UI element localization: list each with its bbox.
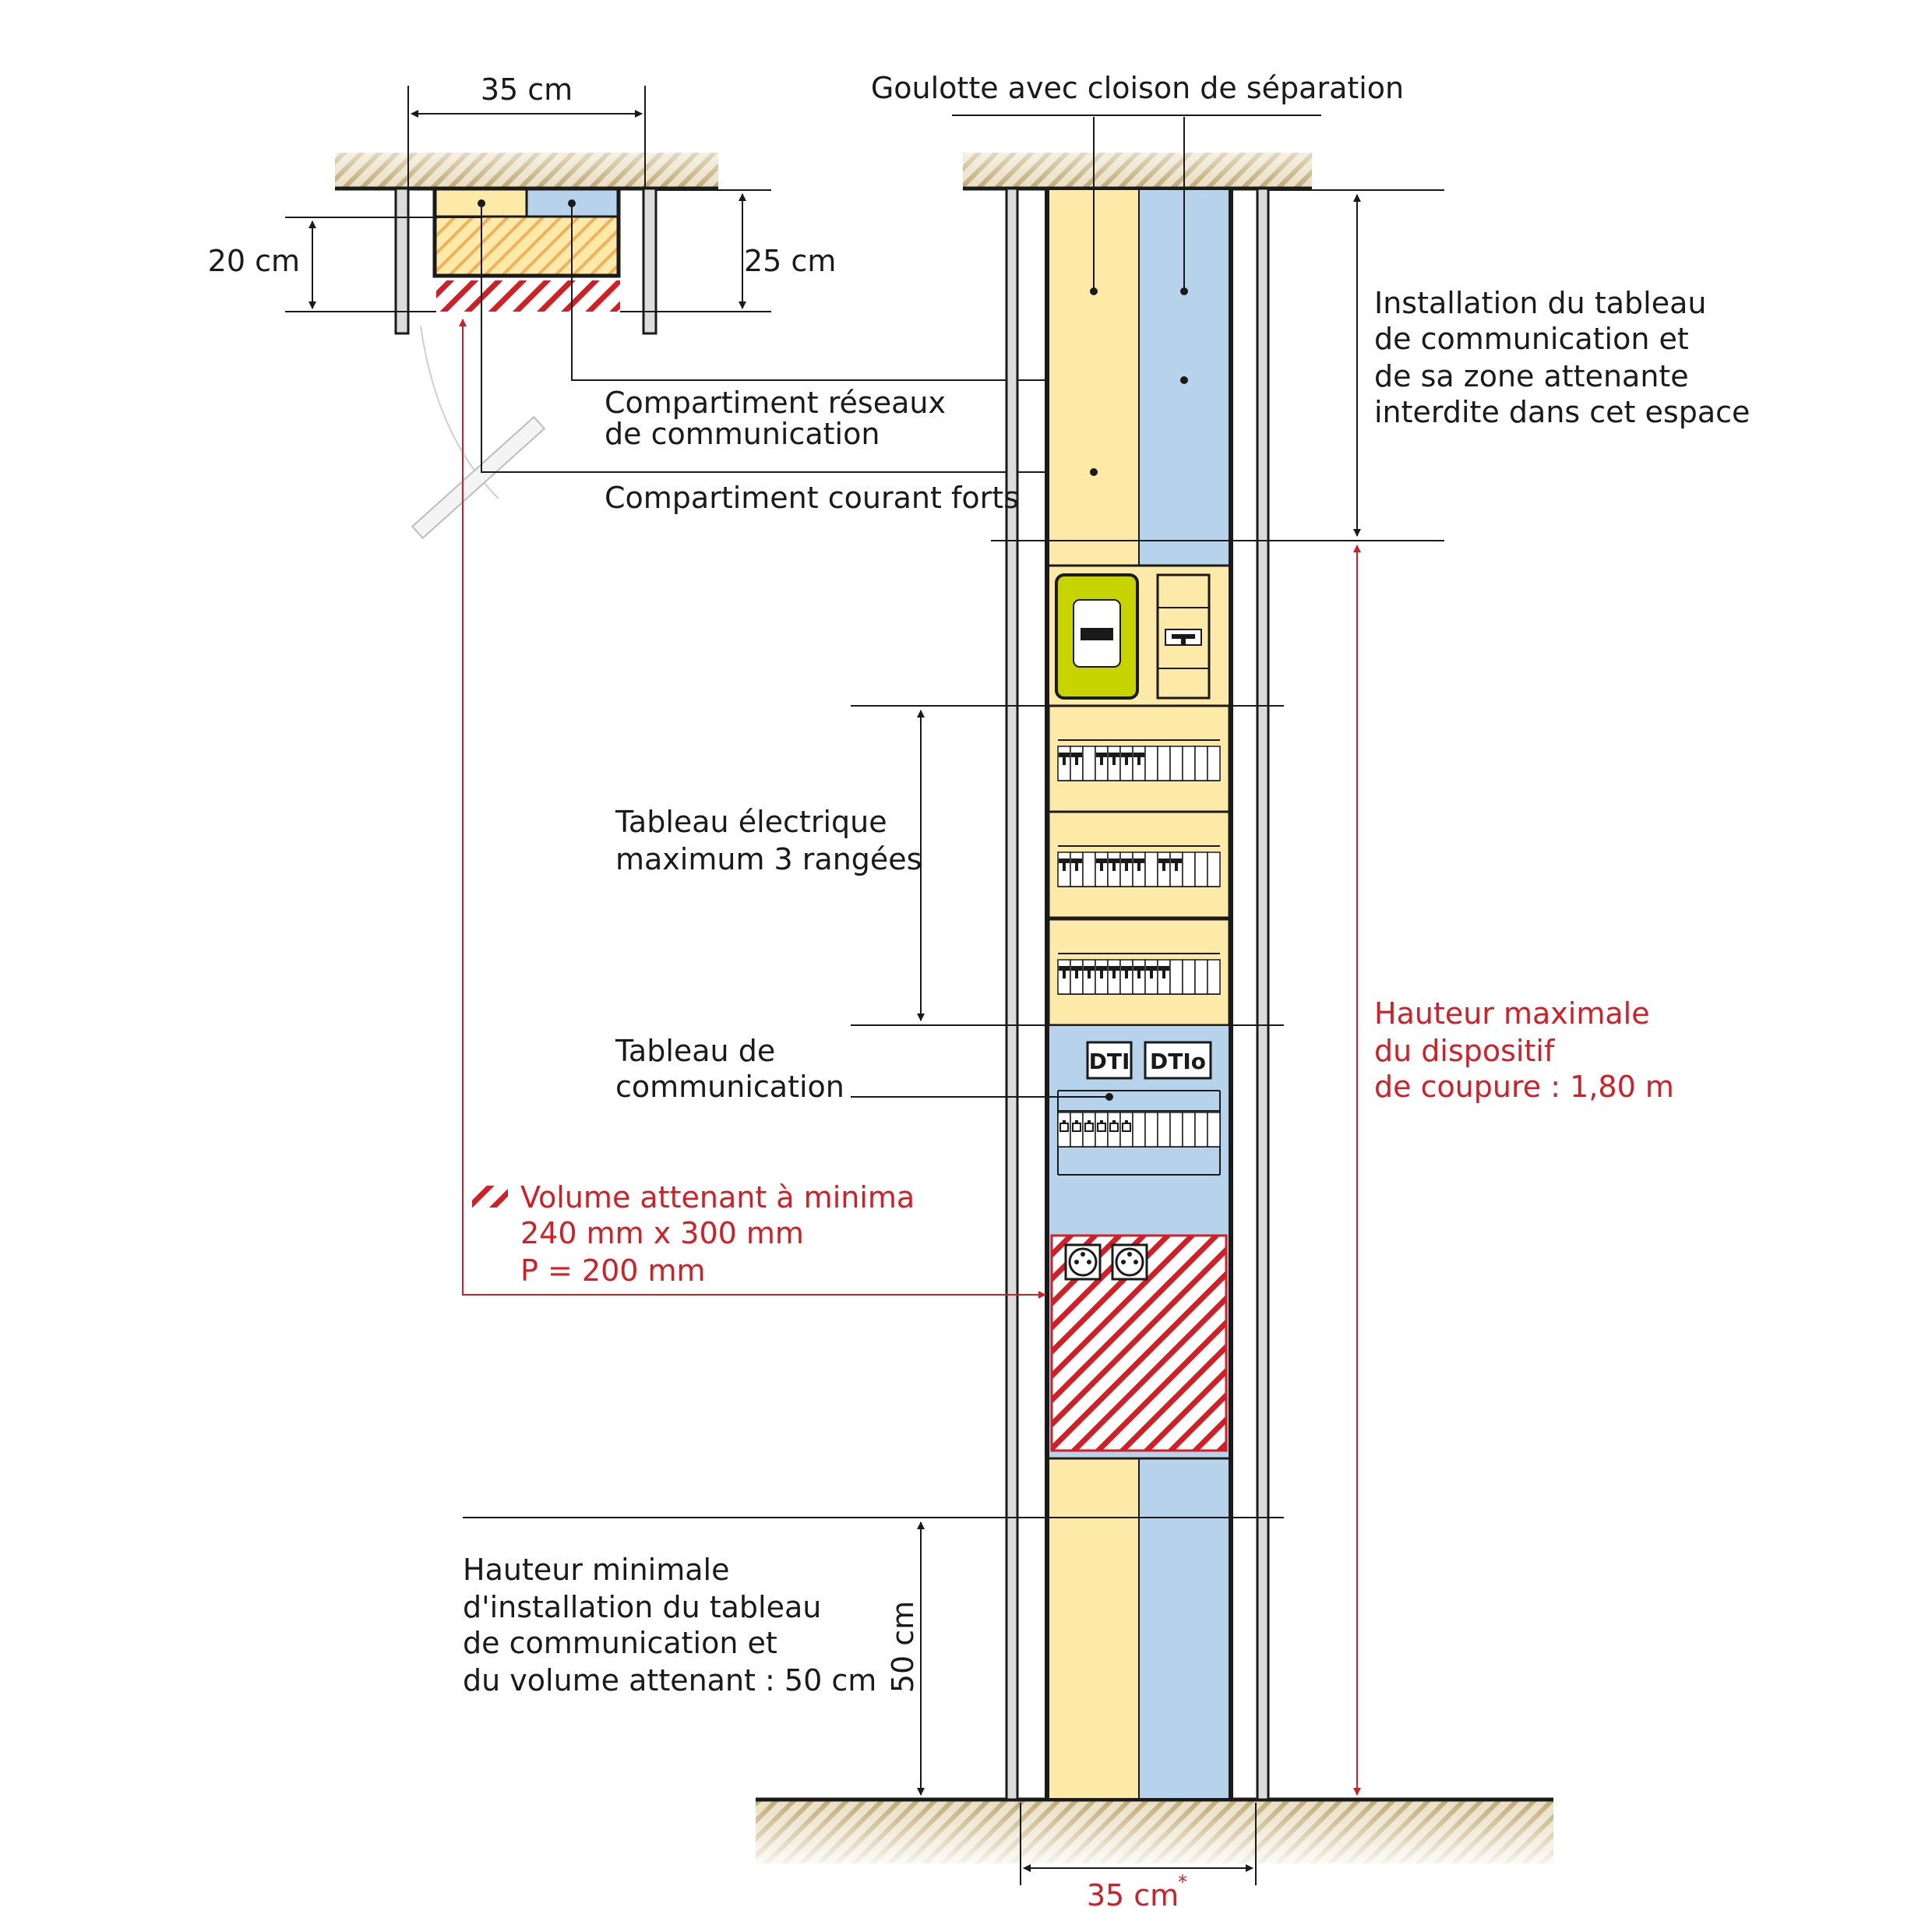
installation-line-4: interdite dans cet espace — [1374, 395, 1750, 429]
hauteur-max-line-2: du dispositif — [1374, 1034, 1556, 1068]
sheath-wall-right — [1256, 187, 1270, 1801]
breaker-row — [1047, 918, 1231, 1027]
comm-module-row — [1057, 1110, 1221, 1148]
depth20-label: 20 cm — [208, 244, 300, 278]
comp-reseaux-label: Compartiment réseaux de communication — [605, 386, 946, 451]
volume-label: Volume attenant à minima 240 mm x 300 mm… — [472, 1180, 915, 1288]
dtio-label: DTIo — [1150, 1049, 1206, 1074]
top-volume-attenant — [436, 280, 620, 312]
elevation-view: DTI DTIo — [459, 115, 1553, 1913]
comp-reseaux-line-2: de communication — [605, 417, 880, 451]
depth25-label: 25 cm — [744, 244, 836, 278]
door-leaf — [411, 415, 546, 540]
volume-attenant — [1049, 1232, 1229, 1457]
dti-box — [1086, 1041, 1133, 1080]
hauteur-min-line-1: Hauteur minimale — [463, 1553, 729, 1587]
goulotte-label: Goulotte avec cloison de séparation — [871, 71, 1404, 105]
dtio-box — [1144, 1041, 1212, 1080]
top-board-zone — [436, 217, 617, 274]
socket-right — [1111, 1243, 1148, 1281]
volume-line-3: P = 200 mm — [520, 1253, 706, 1288]
tableau-elec-line-2: maximum 3 rangées — [615, 842, 922, 876]
dti-label: DTI — [1089, 1049, 1130, 1074]
volume-line-2: 240 mm x 300 mm — [520, 1216, 804, 1250]
hauteur-max-line-3: de coupure : 1,80 m — [1374, 1070, 1674, 1104]
breaker-row — [1047, 704, 1231, 813]
hauteur-min-line-3: de communication et — [463, 1626, 777, 1660]
top-view: 35 cm 20 cm 25 cm — [208, 72, 1181, 540]
socket-left — [1064, 1243, 1102, 1281]
hauteur-min-label: Hauteur minimale d'installation du table… — [463, 1553, 876, 1698]
goulotte-lower-reseaux — [1139, 1458, 1229, 1798]
goulotte-lower-courant-fort — [1049, 1458, 1139, 1798]
tableau-elec-label: Tableau électrique maximum 3 rangées — [615, 805, 922, 876]
installation-line-3: de sa zone attenante — [1374, 359, 1689, 393]
tableau-elec-line-1: Tableau électrique — [615, 805, 887, 839]
dim-50-label: 50 cm — [886, 1601, 920, 1693]
volume-leader — [459, 319, 1046, 1299]
hauteur-max-label: Hauteur maximale du dispositif de coupur… — [1374, 996, 1674, 1104]
tableau-comm-line-2: communication — [615, 1070, 844, 1104]
installation-line-1: Installation du tableau — [1374, 286, 1706, 320]
bottom-width-asterisk: * — [1178, 1871, 1187, 1893]
comp-reseaux-line-1: Compartiment réseaux — [605, 386, 946, 420]
communication-board: DTI DTIo — [1049, 1025, 1229, 1232]
installation-line-2: de communication et — [1374, 322, 1689, 356]
tableau-comm-label: Tableau de communication — [615, 1034, 844, 1104]
volume-line-1: Volume attenant à minima — [520, 1180, 915, 1215]
electrical-board — [1047, 704, 1231, 1027]
volume-legend-swatch — [472, 1186, 508, 1208]
top-width-label: 35 cm — [481, 72, 573, 107]
bottom-width-label: 35 cm — [1087, 1878, 1179, 1913]
breaker-row — [1047, 810, 1231, 919]
hauteur-min-line-2: d'installation du tableau — [463, 1590, 821, 1624]
comp-courant-label: Compartiment courant forts — [605, 481, 1019, 515]
hauteur-max-line-1: Hauteur maximale — [1374, 996, 1650, 1031]
sheath-wall-left — [1005, 187, 1019, 1801]
installation-label: Installation du tableau de communication… — [1374, 286, 1750, 429]
tableau-comm-line-1: Tableau de — [615, 1034, 775, 1068]
hauteur-min-line-4: du volume attenant : 50 cm — [463, 1663, 876, 1698]
left-side-panel — [394, 187, 410, 335]
